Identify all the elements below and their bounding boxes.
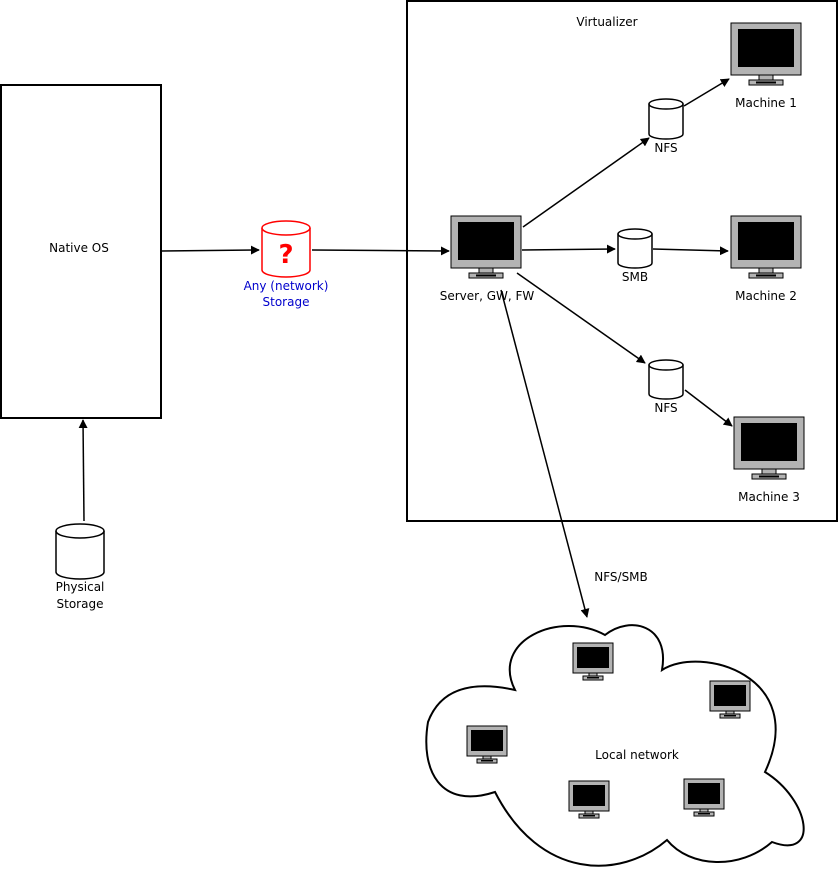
smb-storage: SMB [617,228,653,284]
machine-3: Machine 3 [733,416,805,504]
arrow-native-os-to-storage [161,245,260,255]
nfs-storage-bottom: NFS [648,359,684,415]
any-network-storage: ? Any (network) Storage [244,220,329,309]
machine-1-label: Machine 1 [735,96,797,110]
smb-label: SMB [622,270,648,284]
nfs-bottom-label: NFS [654,401,677,415]
arrow-server-to-nfs-top [522,137,650,228]
machine-2-label: Machine 2 [735,289,797,303]
arrow-nfs-bottom-to-machine-3 [684,389,733,427]
physical-storage-label-line1: Physical [56,580,105,594]
nfs-top-label: NFS [654,141,677,155]
arrow-server-to-smb [521,244,616,254]
machine-2: Machine 2 [730,215,802,303]
virtualizer-label: Virtualizer [576,15,637,29]
native-os-box: Native OS [0,84,162,419]
server-label: Server, GW, FW [440,289,535,303]
nfs-smb-link-label: NFS/SMB [594,570,648,584]
unknown-mark: ? [278,240,293,270]
arrow-smb-to-machine-2 [652,246,729,256]
any-network-storage-label-line1: Any (network) [244,279,329,293]
physical-storage: Physical Storage [55,523,105,611]
machine-3-label: Machine 3 [738,490,800,504]
nfs-storage-top: NFS [648,98,684,155]
arrow-server-to-nfs-bottom [516,272,646,364]
server-monitor: Server, GW, FW [440,215,535,303]
arrow-nfs-top-to-machine-1 [683,78,730,107]
local-network-label: Local network [595,748,679,762]
any-network-storage-label-line2: Storage [263,295,310,309]
connections [78,78,733,618]
physical-storage-label-line2: Storage [57,597,104,611]
arrow-storage-to-server [311,246,450,256]
arrow-server-to-local-network [500,289,590,618]
arrow-physical-to-native-os [78,419,88,522]
local-network-cloud: Local network [425,624,805,867]
native-os-label: Native OS [49,241,109,255]
machine-1: Machine 1 [730,22,802,110]
